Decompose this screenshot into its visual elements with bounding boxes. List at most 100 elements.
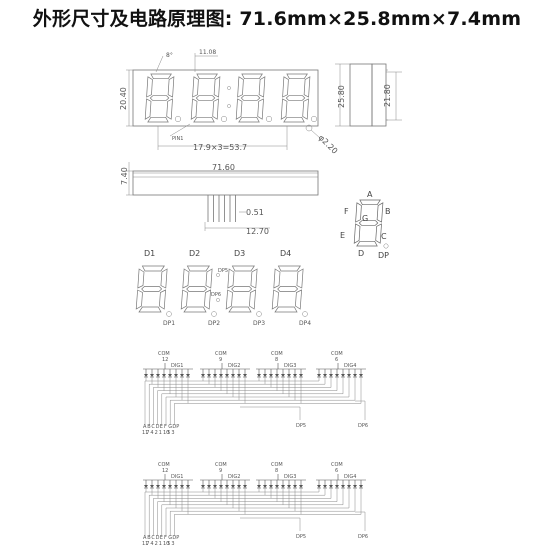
- led-diode: [243, 374, 247, 377]
- led-diode: [263, 374, 267, 377]
- segment-a: [196, 73, 218, 80]
- schematic-seg-pin: 2: [155, 430, 158, 436]
- segment-d: [228, 306, 252, 313]
- segment-e: [280, 98, 288, 120]
- segment-g: [141, 286, 163, 292]
- segment-a: [359, 199, 381, 206]
- led-diode: [201, 374, 205, 377]
- dig-label-2: DIG2: [228, 474, 240, 480]
- segment-g: [149, 95, 170, 101]
- led-diode: [299, 485, 303, 488]
- front-dp-2: [220, 115, 228, 123]
- led-diode: [180, 485, 184, 488]
- led-diode: [174, 485, 178, 488]
- schematic-seg-letter-e: E: [160, 535, 163, 541]
- legend-label-a: A: [367, 190, 373, 199]
- dig-label-3: DIG3: [284, 474, 296, 480]
- schematic-seg-letter-e: E: [160, 424, 163, 430]
- led-diode: [287, 485, 291, 488]
- segment-d: [356, 240, 378, 247]
- layout-digit-2: [180, 265, 213, 313]
- front-digit-4: [280, 73, 311, 123]
- segment-e: [271, 289, 279, 310]
- segment-a: [150, 73, 172, 80]
- dig-label-1: DIG1: [171, 363, 183, 369]
- led-diode: [281, 485, 285, 488]
- digit-label-2: D2: [189, 249, 200, 258]
- schematic-seg-pin: 4: [150, 541, 153, 547]
- segment-e: [235, 98, 243, 120]
- colon-dot-top: [227, 86, 231, 90]
- char-height-label: 11.08: [199, 49, 216, 56]
- front-digit-1: [144, 73, 175, 123]
- segment-f: [182, 268, 190, 289]
- led-diode: [347, 374, 351, 377]
- total-height-label: 25.80: [337, 85, 346, 108]
- segment-b: [250, 268, 258, 289]
- colon-label-dp6: DP6: [211, 292, 221, 298]
- schematic-seg-pin: 1: [159, 541, 162, 547]
- segment-b: [167, 76, 175, 98]
- schematic-seg-letter-a: A: [143, 424, 147, 430]
- segment-a: [277, 265, 301, 272]
- pin1-label: PIN1: [172, 136, 183, 142]
- segment-f: [237, 76, 244, 98]
- dp-label-3: DP3: [253, 320, 265, 327]
- led-diode: [243, 485, 247, 488]
- layout-digit-3: [225, 265, 258, 313]
- segment-f: [227, 268, 235, 289]
- schematic-seg-pin: 3: [171, 430, 174, 436]
- front-dp-3: [265, 115, 273, 123]
- led-diode: [299, 374, 303, 377]
- schematic-seg-letter-dp: DP: [172, 424, 179, 430]
- led-diode: [213, 485, 217, 488]
- front-view-digits: [144, 73, 318, 123]
- segment-d: [138, 306, 162, 313]
- schematic-seg-pin: 7: [146, 430, 149, 436]
- led-diode: [186, 374, 190, 377]
- led-diode: [341, 485, 345, 488]
- segment-a: [286, 73, 308, 80]
- segment-a: [231, 265, 255, 272]
- segment-d: [274, 306, 298, 313]
- led-diode: [150, 485, 154, 488]
- inner-height-label: 21.80: [383, 84, 392, 107]
- hole-diameter-label: φ2.20: [317, 133, 340, 156]
- segment-b: [213, 76, 221, 98]
- segment-f: [282, 76, 289, 98]
- legend-label-b: B: [385, 207, 391, 216]
- led-diode: [293, 374, 297, 377]
- schematic-seg-pin: 7: [146, 541, 149, 547]
- legend-dp: [383, 243, 389, 249]
- dig-label-3: DIG3: [284, 363, 296, 369]
- schematic-dp6-label: DP6: [358, 534, 368, 540]
- led-diode: [317, 485, 321, 488]
- segment-f: [355, 202, 362, 223]
- led-diode: [174, 374, 178, 377]
- led-diode: [168, 374, 172, 377]
- com-pin-2: 9: [219, 468, 222, 474]
- led-diode: [335, 485, 339, 488]
- segment-b: [205, 268, 213, 289]
- colon-label-dp5: DP5: [218, 268, 228, 274]
- led-diode: [347, 485, 351, 488]
- led-diode: [275, 374, 279, 377]
- segment-g: [231, 286, 253, 292]
- segment-g: [358, 220, 379, 226]
- length-label: 71.60: [212, 163, 235, 172]
- schematic-seg-pin: 4: [150, 430, 153, 436]
- led-diode: [150, 374, 154, 377]
- com-label-4: COM: [331, 462, 343, 468]
- led-diode: [335, 374, 339, 377]
- schematic-seg-letter-a: A: [143, 535, 147, 541]
- layout-colon-top: [216, 273, 220, 277]
- com-label-2: COM: [215, 351, 227, 357]
- colon-dot-bottom: [227, 104, 231, 108]
- legend-digit: [353, 199, 384, 247]
- led-diode: [225, 485, 229, 488]
- led-diode: [156, 374, 160, 377]
- pitch-dimension-label: 17.9×3=53.7: [193, 143, 247, 152]
- segment-a: [186, 265, 210, 272]
